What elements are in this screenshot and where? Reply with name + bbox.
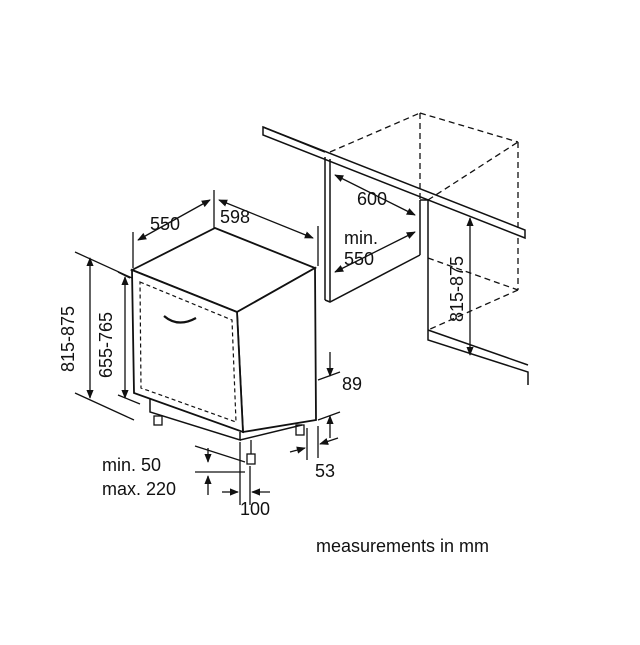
label-53: 53 xyxy=(315,461,335,481)
label-max-220: max. 220 xyxy=(102,479,176,499)
label-height-815-875-right: 815-875 xyxy=(447,256,467,322)
wall-cabinet-dashed xyxy=(329,112,519,331)
caption-units: measurements in mm xyxy=(316,536,489,556)
label-niche-600: 600 xyxy=(357,189,387,209)
label-width-598: 598 xyxy=(220,207,250,227)
dimension-lines xyxy=(74,174,474,505)
label-height-655-765: 655-765 xyxy=(96,312,116,378)
label-min-50: min. 50 xyxy=(102,455,161,475)
label-depth-550: 550 xyxy=(150,214,180,234)
label-89: 89 xyxy=(342,374,362,394)
dishwasher-body xyxy=(129,227,318,465)
label-100: 100 xyxy=(240,499,270,519)
label-min-550: 550 xyxy=(344,249,374,269)
label-min-text: min. xyxy=(344,228,378,248)
label-height-815-875-left: 815-875 xyxy=(58,306,78,372)
